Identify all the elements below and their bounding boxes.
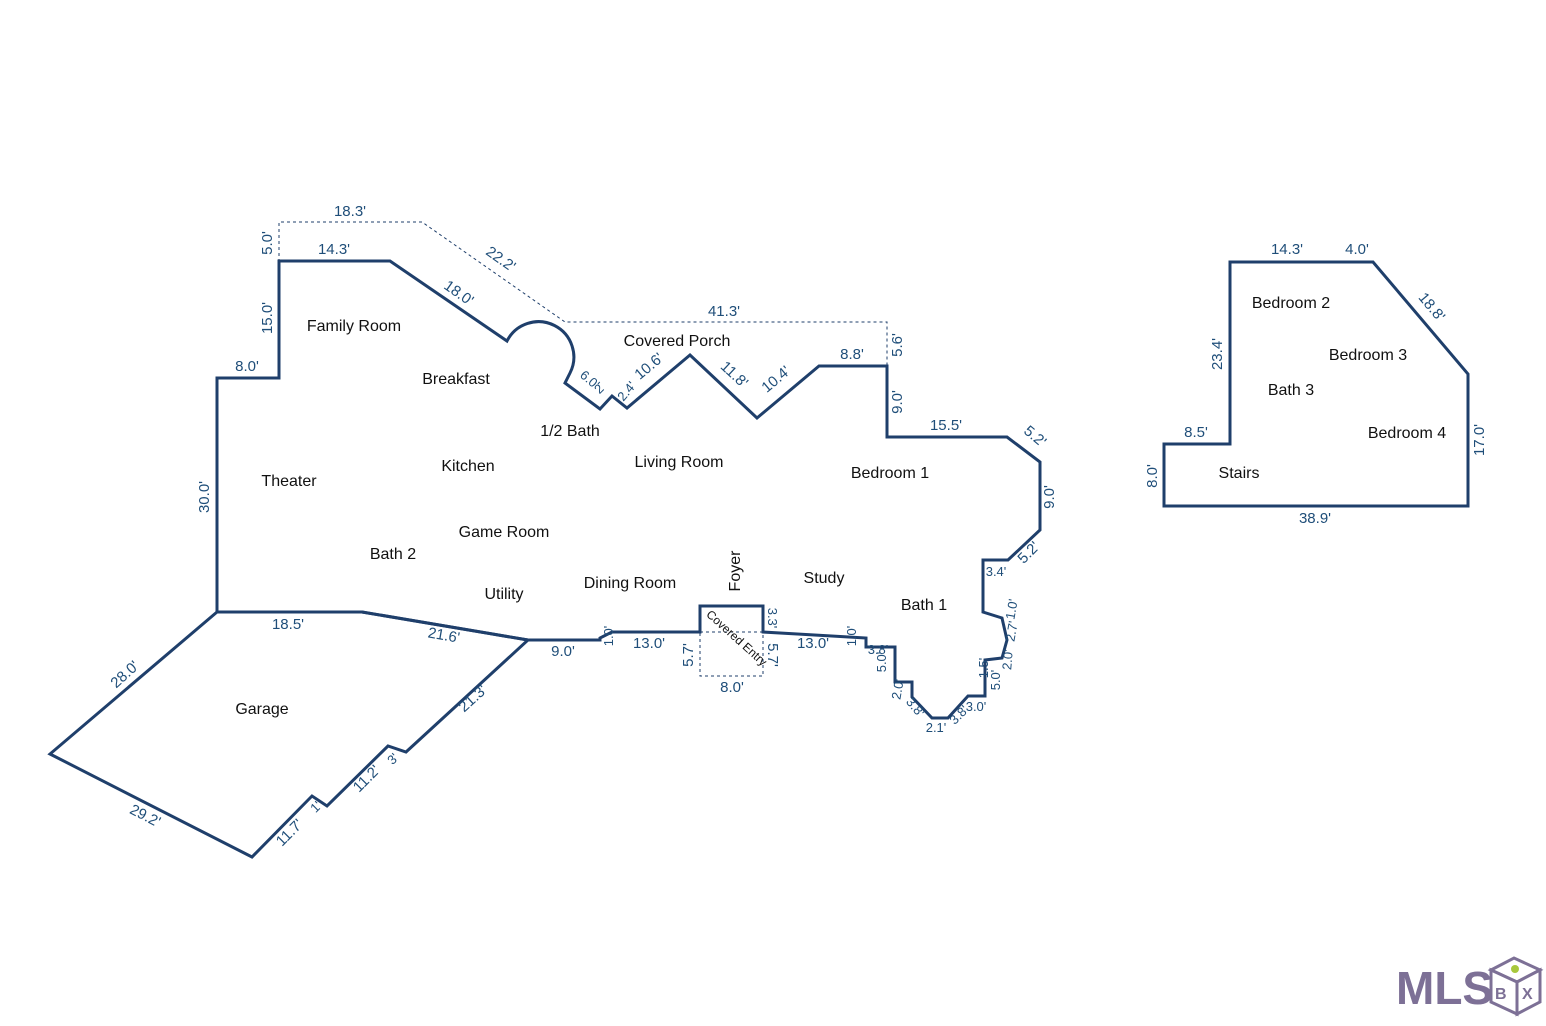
room-foyer: Foyer xyxy=(727,550,744,592)
upper-floor-outline xyxy=(1162,260,1470,508)
dim-family-diag: 18.0' xyxy=(441,277,477,309)
mls-logo: MLS B X xyxy=(1396,956,1544,1017)
room-kitchen: Kitchen xyxy=(441,458,494,475)
dim-21-6: 21.6' xyxy=(427,624,462,646)
dim-8-8: 8.8' xyxy=(840,346,864,363)
dim-3-8a: 3.8' xyxy=(868,642,889,657)
room-bath-1: Bath 1 xyxy=(901,597,947,614)
dim-1-5: 1.5' xyxy=(976,658,991,679)
dim-family-left: 15.0' xyxy=(259,302,276,334)
dim-up-23-4: 23.4' xyxy=(1209,338,1226,370)
dim-5-0b: 5.0' xyxy=(988,670,1003,691)
dim-5-7a: 5.7' xyxy=(680,643,697,667)
dim-13-0a: 13.0' xyxy=(633,635,665,652)
dim-18-5: 18.5' xyxy=(272,616,304,633)
room-half-bath: 1/2 Bath xyxy=(540,423,600,440)
room-garage: Garage xyxy=(235,701,288,718)
dim-5-2a: 5.2' xyxy=(1020,422,1049,450)
dim-11-2: 11.2' xyxy=(350,762,384,796)
dim-9-0: 9.0' xyxy=(889,390,906,414)
room-theater: Theater xyxy=(261,473,317,490)
room-bedroom-4: Bedroom 4 xyxy=(1368,425,1446,442)
dim-up-8-5: 8.5' xyxy=(1184,424,1208,441)
garage-outline xyxy=(47,610,532,859)
dim-30: 30.0' xyxy=(196,481,213,513)
dim-9-0c: 9.0' xyxy=(551,643,575,660)
dim-2-1: 2.1' xyxy=(926,720,947,735)
room-bedroom-3: Bedroom 3 xyxy=(1329,347,1407,364)
logo-text: MLS xyxy=(1396,962,1493,1014)
svg-text:X: X xyxy=(1522,986,1533,1003)
room-game-room: Game Room xyxy=(459,524,550,541)
dim-5-7b: 5.7' xyxy=(764,643,781,667)
svg-text:B: B xyxy=(1495,986,1507,1003)
dim-up-17-0: 17.0' xyxy=(1471,424,1488,456)
dim-29-2: 29.2' xyxy=(127,801,163,831)
dim-top-family: 14.3' xyxy=(318,241,350,258)
room-living-room: Living Room xyxy=(635,454,724,471)
room-stairs: Stairs xyxy=(1219,465,1260,482)
room-bath-2: Bath 2 xyxy=(370,546,416,563)
room-covered-entry: Covered Entry xyxy=(703,607,769,669)
dim-15-5: 15.5' xyxy=(930,417,962,434)
dim-porch-diag: 22.2' xyxy=(483,243,519,275)
dim-11-7: 11.7' xyxy=(273,816,307,850)
dim-21-3: 21.3' xyxy=(455,682,490,716)
dim-1-0c: 1.0' xyxy=(1002,598,1020,621)
dim-1-0b: 1.0' xyxy=(844,626,859,647)
dim-up-14-3: 14.3' xyxy=(1271,241,1303,258)
room-breakfast: Breakfast xyxy=(422,371,490,388)
dim-porch-left: 5.0' xyxy=(259,231,276,255)
dim-3-8b: 3.8' xyxy=(903,694,928,719)
dim-28: 28.0' xyxy=(107,658,142,692)
dim-5-0a: 5.0' xyxy=(874,652,889,673)
dim-up-8-0: 8.0' xyxy=(1144,464,1161,488)
main-floor-outline xyxy=(215,259,1042,720)
dim-1-garage: 1' xyxy=(307,798,324,815)
room-covered-porch: Covered Porch xyxy=(624,333,731,350)
dim-1-0a: 1.0' xyxy=(601,626,616,647)
dim-up-18-8: 18.8' xyxy=(1415,289,1449,325)
dim-porch-right: 5.6' xyxy=(889,333,906,357)
dim-8-0e: 8.0' xyxy=(720,679,744,696)
room-dining-room: Dining Room xyxy=(584,575,676,592)
dim-3-4: 3.4' xyxy=(986,564,1007,579)
dim-2-0b: 2.0' xyxy=(999,649,1016,671)
room-utility: Utility xyxy=(484,586,523,603)
room-family-room: Family Room xyxy=(307,318,401,335)
dim-step-8: 8.0' xyxy=(235,358,259,375)
room-study: Study xyxy=(804,570,845,587)
dim-porch-top: 18.3' xyxy=(334,203,366,220)
dim-2-0a: 2.0' xyxy=(888,678,906,701)
dim-porch-long: 41.3' xyxy=(708,303,740,320)
dim-2-7: 2.7' xyxy=(1002,620,1020,643)
dim-5-2b: 5.2' xyxy=(1014,538,1043,567)
room-bath-3: Bath 3 xyxy=(1268,382,1314,399)
room-bedroom-1: Bedroom 1 xyxy=(851,465,929,482)
dim-up-4-0: 4.0' xyxy=(1345,241,1369,258)
dim-3-garage: 3' xyxy=(384,750,401,767)
dim-3-0: 3.0' xyxy=(966,699,987,714)
covered-porch-outline xyxy=(278,221,888,366)
room-bedroom-2: Bedroom 2 xyxy=(1252,295,1330,312)
dim-up-38-9: 38.9' xyxy=(1299,510,1331,527)
dim-13-0b: 13.0' xyxy=(797,635,829,652)
box-icon: B X xyxy=(1487,956,1544,1017)
dim-9-0b: 9.0' xyxy=(1041,485,1058,509)
dim-3-3: 3.3' xyxy=(765,608,780,629)
covered-entry-outline xyxy=(699,631,764,677)
